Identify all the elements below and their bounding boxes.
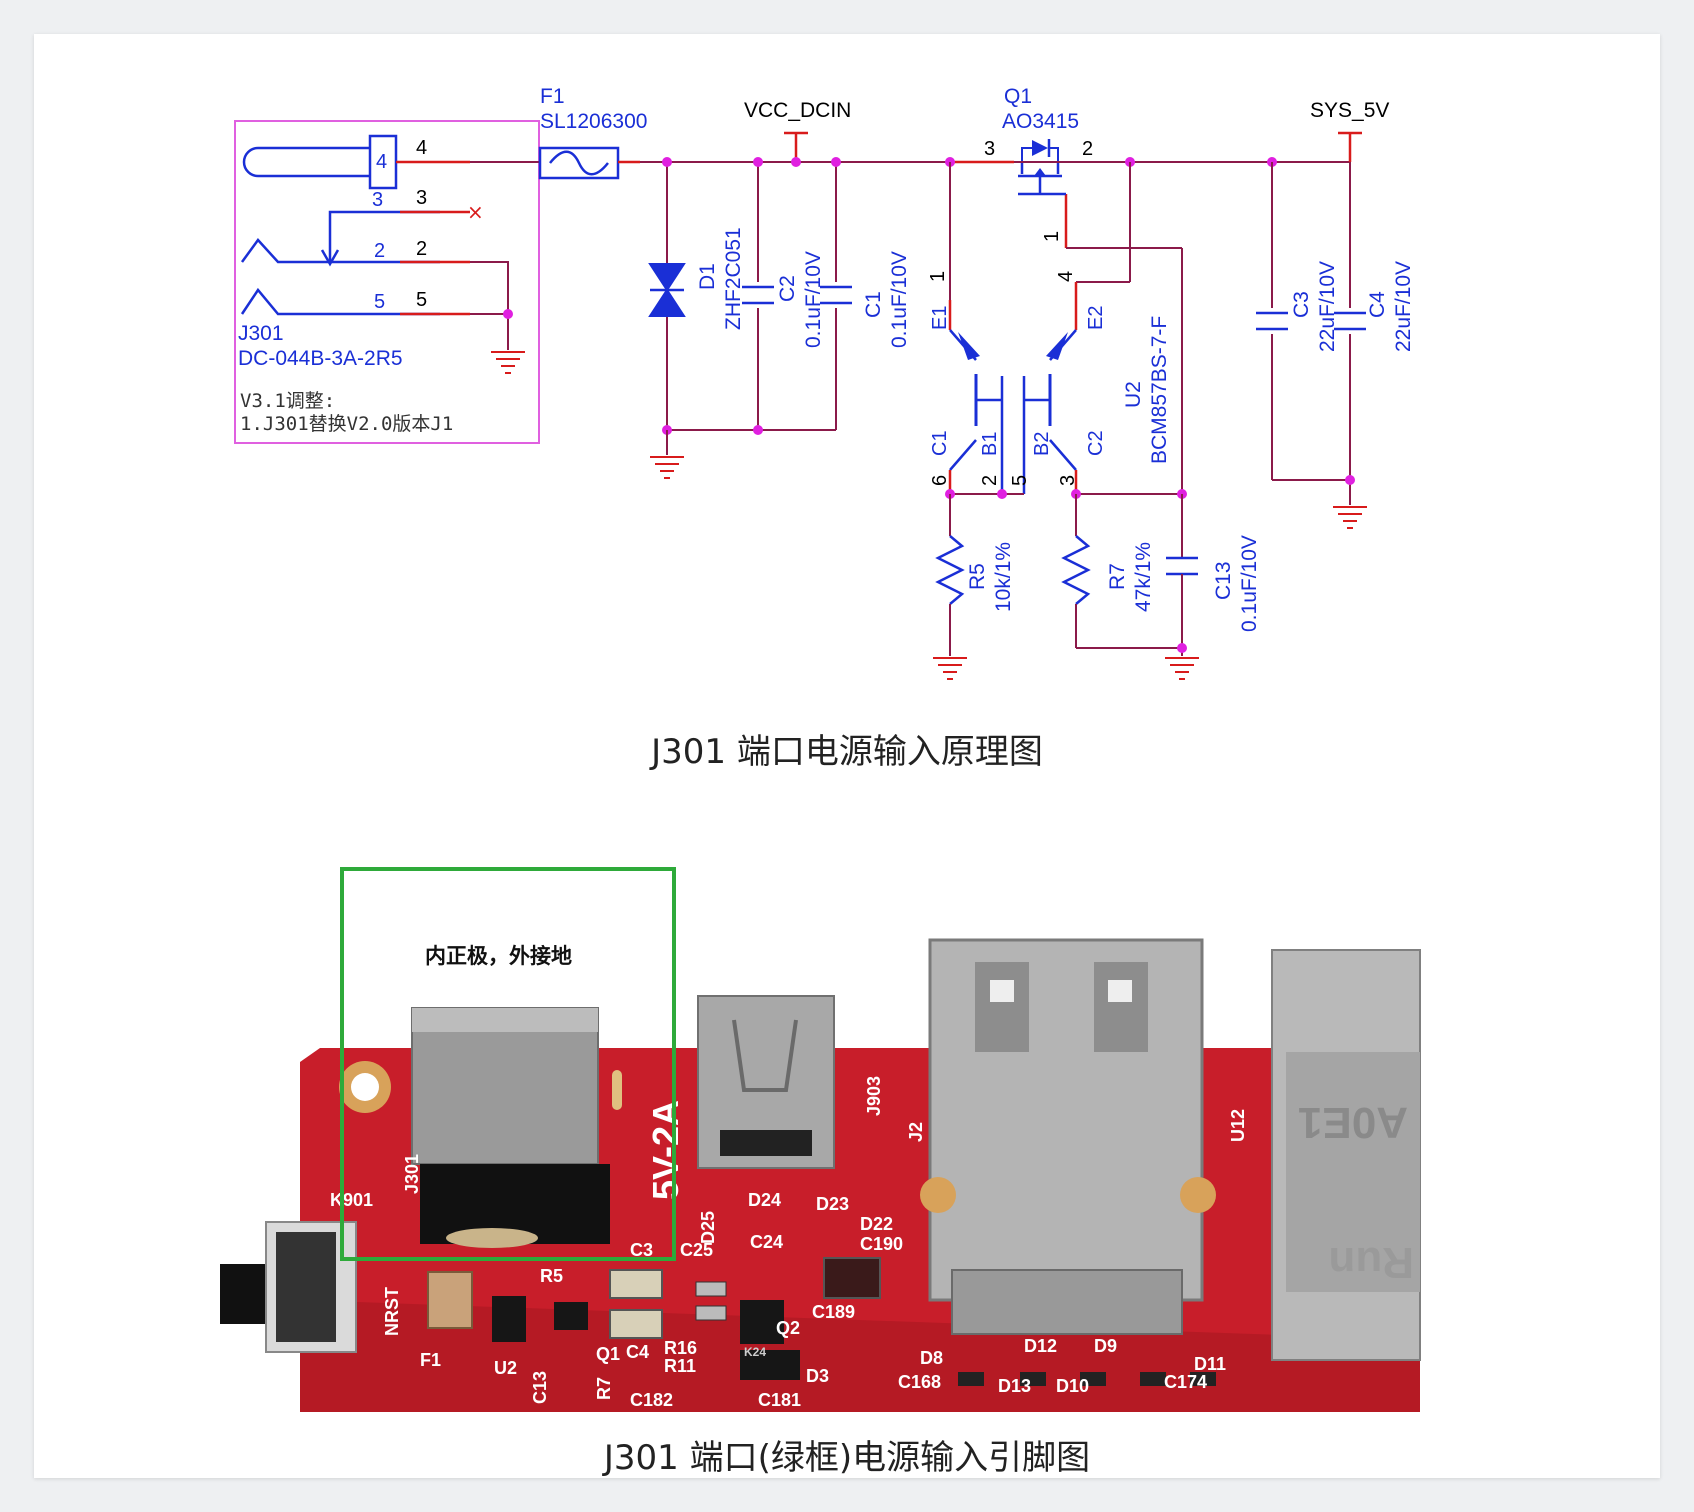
j301-component-frame: [234, 120, 540, 444]
j301-note-line1: V3.1调整:: [240, 390, 335, 412]
q1-pin1: 1: [1041, 231, 1063, 242]
c13-ref: C13: [1212, 561, 1235, 600]
u2-pin-number-1: 1: [927, 271, 949, 282]
pin-5-inner: 5: [374, 291, 385, 313]
u2-pin-number-2: 2: [979, 475, 1001, 486]
q1-pin3: 3: [984, 138, 995, 160]
junction-dot: [997, 489, 1007, 499]
pmos-q1-icon: [1018, 162, 1062, 196]
pin-4-outer: 4: [416, 137, 427, 159]
ground-symbol-j301-icon: [490, 351, 526, 374]
no-connect-icon: ×: [467, 200, 484, 224]
c2-value: 0.1uF/10V: [802, 251, 825, 348]
junction-dot: [503, 309, 513, 319]
pin-2-outer: 2: [416, 238, 427, 260]
pin-5-outer: 5: [416, 289, 427, 311]
j301-note-line2: 1.J301替换V2.0版本J1: [240, 413, 453, 435]
junction-dot: [831, 157, 841, 167]
c3-ref: C3: [1290, 291, 1313, 318]
q1-pin2: 2: [1082, 138, 1093, 160]
ground-symbol-r5-icon: [932, 657, 968, 680]
dc-jack-pin-box-number: 4: [376, 151, 387, 173]
dc-jack-arrowhead-icon: [320, 249, 340, 267]
schematic-diagram: 4 × 3 2 5 4 3 2 5 J301 DC-044B-3A-2R5 V3…: [234, 85, 1415, 680]
c3-value: 22uF/10V: [1316, 261, 1339, 352]
q1-value: AO3415: [1002, 110, 1079, 133]
r7-ref: R7: [1106, 563, 1129, 590]
u2-value: BCM857BS-7-F: [1148, 316, 1171, 464]
sys-5v-label: SYS_5V: [1310, 99, 1389, 122]
c1-ref: C1: [862, 291, 885, 318]
pin-3-outer: 3: [416, 187, 427, 209]
u2-pin-number-6: 6: [929, 475, 951, 486]
c4-value: 22uF/10V: [1392, 261, 1415, 352]
j301-ground-wire: [470, 261, 509, 350]
junction-dot: [791, 157, 801, 167]
junction-dot: [1345, 475, 1355, 485]
q1-diode-wire: [1021, 147, 1059, 162]
d1-value: ZHF2C051: [722, 227, 745, 330]
junction-dot: [753, 157, 763, 167]
r5-ref: R5: [966, 563, 989, 590]
u2-pin-label-b1: B1: [979, 432, 1001, 456]
ground-symbol-c4-icon: [1332, 506, 1368, 529]
r5-value: 10k/1%: [992, 542, 1015, 612]
c4-ref: C4: [1366, 291, 1389, 318]
schematic-caption: J301 端口电源输入原理图: [651, 732, 1043, 772]
q1-ref: Q1: [1004, 85, 1032, 108]
pnp2-arrow-icon: [1046, 332, 1068, 360]
u2-ref: U2: [1122, 381, 1145, 408]
pin-2-inner: 2: [374, 240, 385, 262]
r7-value: 47k/1%: [1132, 542, 1155, 612]
resistor-r5-icon: [935, 535, 965, 605]
vcc-dcin-label: VCC_DCIN: [744, 99, 851, 122]
fuse-value: SL1206300: [540, 110, 647, 133]
u2-pin-label-e1: E1: [929, 306, 951, 330]
q1-arrow-icon: [1034, 168, 1046, 176]
u2-pin-label-b2: B2: [1031, 432, 1053, 456]
fuse-ref: F1: [540, 85, 565, 108]
ground-symbol-d1-icon: [649, 456, 685, 479]
u2-pin-number-5: 5: [1009, 475, 1031, 486]
j301-ref: J301: [238, 322, 284, 345]
junction-dot: [753, 425, 763, 435]
junction-dot: [662, 157, 672, 167]
photo-caption: J301 端口(绿框)电源输入引脚图: [603, 1438, 1091, 1478]
dc-jack-barrel-icon: [242, 146, 370, 178]
junction-dot: [1177, 643, 1187, 653]
u2-pin-label-e2: E2: [1085, 306, 1107, 330]
q1-body-diode-icon: [1032, 140, 1048, 156]
u2-pin-label-c1: C1: [929, 430, 951, 456]
pnp1-arrow-icon: [958, 332, 980, 360]
c2-ref: C2: [776, 275, 799, 302]
d1-ref: D1: [696, 263, 719, 290]
pin-3-inner: 3: [372, 189, 383, 211]
u2-pin-label-c2: C2: [1085, 430, 1107, 456]
ground-symbol-c13-icon: [1164, 657, 1200, 680]
u2-pin-number-3: 3: [1057, 475, 1079, 486]
u2-pin-number-4: 4: [1055, 271, 1077, 282]
fuse-element-icon: [549, 150, 609, 176]
c13-value: 0.1uF/10V: [1238, 535, 1261, 632]
dc-jack-contact-5-icon: [240, 287, 440, 316]
resistor-r7-icon: [1061, 535, 1091, 605]
dc-jack-contact-2-icon: [240, 238, 440, 264]
j301-value: DC-044B-3A-2R5: [238, 347, 403, 370]
c1-value: 0.1uF/10V: [888, 251, 911, 348]
